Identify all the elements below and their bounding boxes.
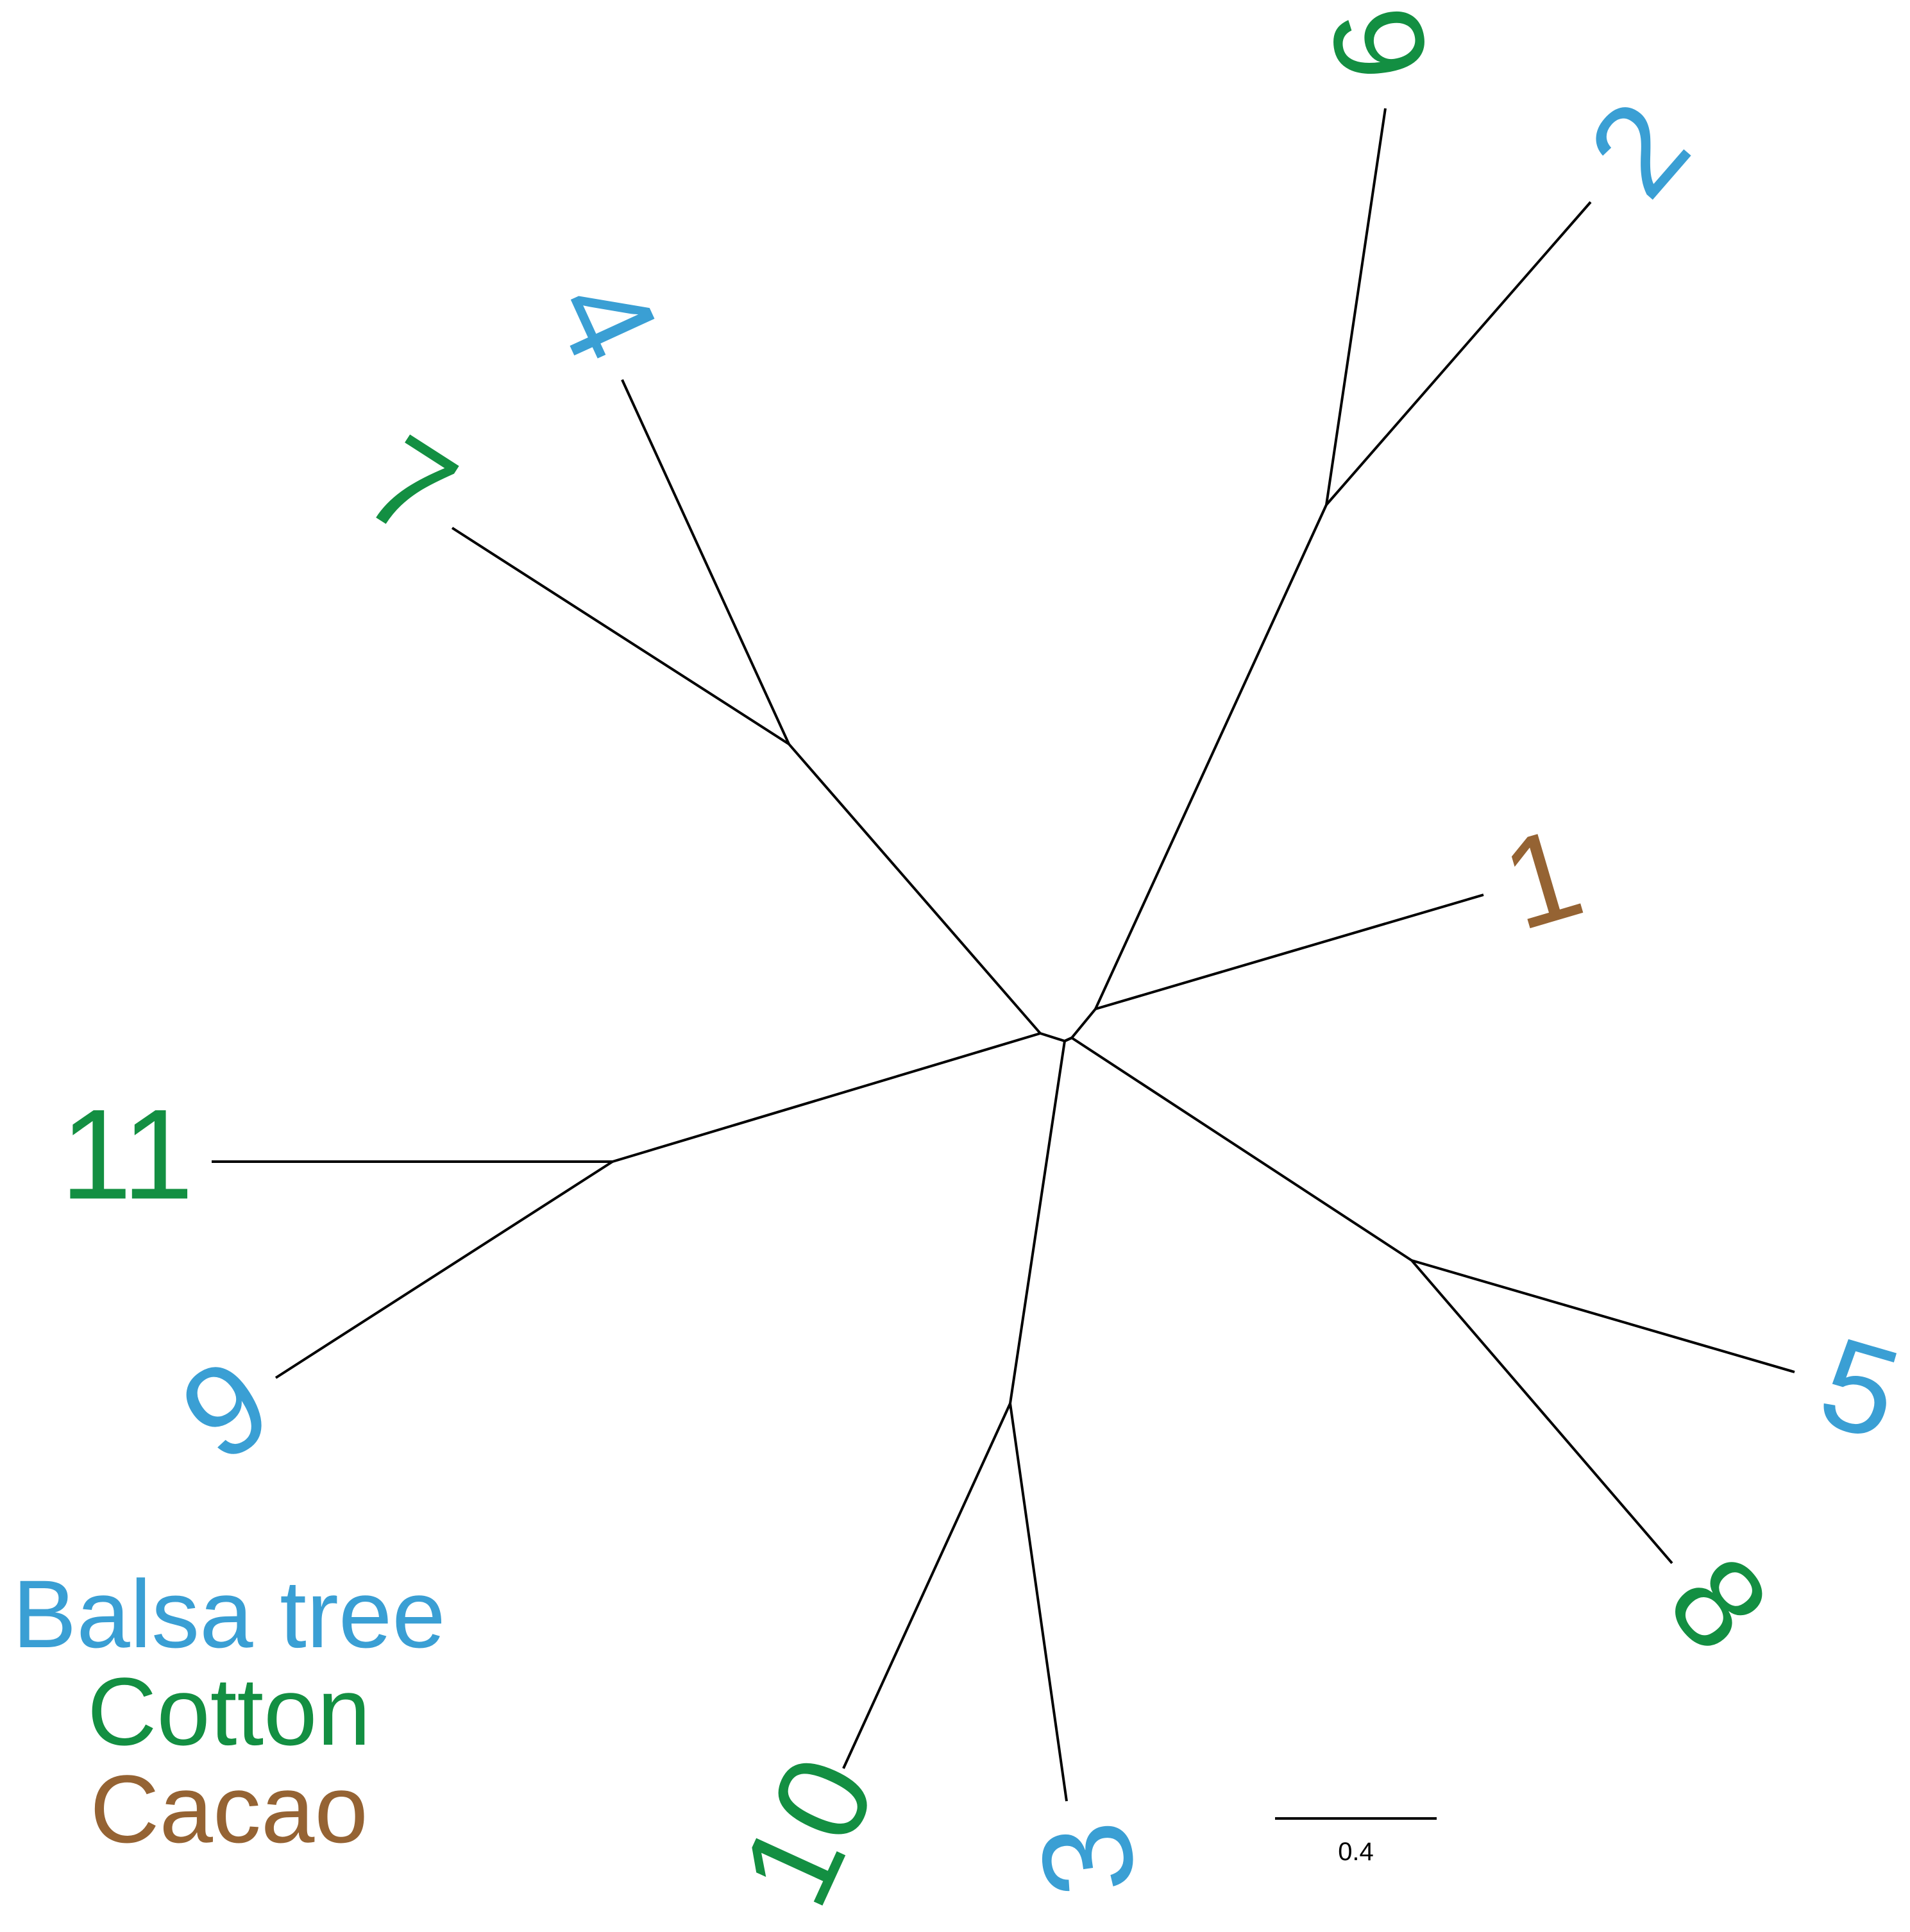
branch-knot-right [1064, 1037, 1072, 1042]
branch-internal-4-7 [788, 743, 1042, 1035]
branch-root-knot [1040, 1008, 1097, 1043]
tree-branches [212, 108, 1795, 1802]
branch-tip-3 [1009, 1403, 1068, 1802]
tip-label-9: 9 [1303, 0, 1455, 89]
branch-tip-4 [621, 379, 790, 745]
branch-internal-10-3 [1009, 1040, 1066, 1404]
tip-label-5: 5 [1805, 1310, 1910, 1467]
tip-label-4: 4 [526, 257, 686, 382]
branch-internal-5-8 [1070, 1037, 1413, 1262]
legend-cotton: Cotton [87, 1657, 371, 1765]
scale-bar-label: 0.4 [1338, 1838, 1374, 1866]
branch-tip-9 [1325, 108, 1387, 505]
branch-tip-7 [451, 527, 790, 745]
branch-internal-9-2 [1094, 504, 1328, 1010]
tip-label-6: 6 [157, 1330, 294, 1489]
tip-label-8: 8 [1641, 1530, 1796, 1677]
tip-label-11: 11 [60, 1083, 194, 1226]
branch-tip-8 [1410, 1259, 1673, 1564]
branch-tip-6 [275, 1160, 614, 1379]
branch-tip-5 [1411, 1259, 1795, 1373]
branch-tip-10 [842, 1403, 1011, 1769]
branch-internal-11-6 [612, 1032, 1041, 1163]
tip-label-3: 3 [1012, 1813, 1163, 1904]
legend-balsa-tree: Balsa tree [12, 1560, 445, 1668]
tip-label-2: 2 [1561, 75, 1716, 223]
tip-label-7: 7 [342, 408, 479, 567]
branch-tip-2 [1325, 201, 1592, 506]
branch-tip-1 [1095, 894, 1484, 1010]
scale-bar: 0.4 [1275, 1817, 1437, 1866]
legend-cacao: Cacao [90, 1755, 368, 1863]
legend: Balsa tree Cotton Cacao [12, 1560, 445, 1863]
tip-label-10: 10 [713, 1736, 902, 1926]
tip-label-1: 1 [1488, 800, 1597, 957]
